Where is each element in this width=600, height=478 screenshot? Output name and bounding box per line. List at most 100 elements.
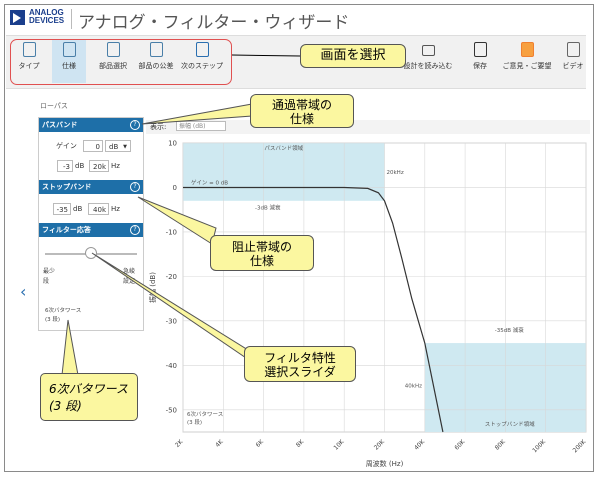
callout-pointer [137,196,217,245]
callout-order-line-2: (3 段) [49,399,82,413]
logo-text: ANALOG DEVICES [29,9,64,25]
slider-right-label-1: 急峻 [123,268,136,275]
component-select-icon [106,42,120,57]
stopband-atten-input[interactable]: -35 [53,203,71,215]
f20k-annotation: 20kHz [387,170,404,176]
x-tick-label: 6K [255,438,266,449]
callout-passband-spec: 通過帯域の 仕様 [250,94,354,128]
x-tick-label: 8K [295,438,306,449]
next-step-icon [195,42,209,57]
order-annotation-2: (3 段) [187,418,202,426]
logo-line-2: DEVICES [29,16,65,25]
logo-triangle-icon [13,13,21,23]
passband-header[interactable]: パスバンド ? [39,118,143,132]
minus3db-annotation: -3dB 減衰 [255,204,281,212]
y-tick-label: -10 [166,228,177,236]
x-axis-label: 周波数 (Hz) [366,459,404,468]
app-title: アナログ・フィルター・ウィザード [78,13,350,33]
chevron-left-icon[interactable]: ‹ [20,282,27,301]
callout-passband-line-2: 仕様 [289,112,314,126]
passband-freq-input[interactable]: 20k [89,160,109,172]
toolbar-next-step-button[interactable]: 次のステップ [181,39,223,83]
folder-open-icon [421,45,435,56]
chevron-down-icon: ▼ [123,144,127,150]
spec-icon [62,42,76,57]
toolbar-load-design-button[interactable]: 設計を読み込む [404,39,453,83]
tolerance-icon [149,42,163,57]
callout-passband-line-1: 通過帯域の [271,98,332,112]
callout-slider-line-1: フィルタ特性 [264,351,336,365]
help-icon[interactable]: ? [130,120,140,130]
callout-slider-line-2: 選択スライダ [264,365,336,379]
response-result-line-1: 6次バタワース [45,308,82,314]
minus35db-annotation: -35dB 減衰 [495,326,524,334]
toolbar-label: 仕様 [62,62,76,70]
y-tick-label: -20 [166,273,177,281]
slider-right-label: 急峻 設定 [123,268,135,285]
toolbar-label: 部品の公差 [138,62,174,70]
type-icon [22,42,36,57]
passband-atten-unit: dB [75,162,85,170]
gain-input[interactable]: 0 [83,140,103,152]
y-tick-label: 10 [168,140,177,148]
main-toolbar: タイプ 仕様 部品選択 部品の公差 次のステップ 設計を読み込む 保存 ご意見・… [6,35,586,89]
passband-title: パスバンド [42,121,78,129]
callout-order: 6次バタワース (3 段) [40,373,138,421]
y-tick-label: -50 [166,406,177,414]
callout-stopband-line-2: 仕様 [249,254,274,268]
logo-line-1: ANALOG [29,8,64,17]
help-icon[interactable]: ? [130,182,140,192]
toolbar-label: 次のステップ [181,62,223,70]
slider-left-label-2: 段 [43,278,50,285]
spec-panel: パスバンド ? ゲイン 0 dB ▼ -3 dB 20k Hz ストップバンド … [38,117,144,331]
y-tick-label: -30 [166,317,177,325]
callout-stopband-spec: 阻止帯域の 仕様 [210,235,314,271]
toolbar-label: ご意見・ご要望 [502,62,552,70]
stopband-header[interactable]: ストップバンド ? [39,180,143,194]
stopband-freq-input[interactable]: 40k [88,203,109,215]
filter-type-label: ローパス [40,102,68,110]
callout-select-screen: 画面を選択 [300,44,406,68]
passband-atten-input[interactable]: -3 [57,160,73,172]
response-result: 6次バタワース (3 段) [45,308,81,324]
response-line [183,186,444,433]
stopband-freq-unit: Hz [111,205,120,213]
response-header[interactable]: フィルター応答 ? [39,223,143,237]
screen-select-highlight [10,39,232,85]
header-divider [71,9,72,29]
toolbar-label: タイプ [18,62,40,70]
callout-stopband-line-1: 阻止帯域の [231,240,292,254]
gain-annotation: ゲイン = 0 dB [191,178,228,186]
toolbar-component-select-button[interactable]: 部品選択 [96,39,130,83]
passband-freq-unit: Hz [111,162,120,170]
help-icon[interactable]: ? [130,225,140,235]
toolbar-feedback-button[interactable]: ご意見・ご要望 [503,39,552,83]
display-label: 表示: [150,123,167,131]
toolbar-video-button[interactable]: ビデオ [556,39,590,83]
callout-order-line-1: 6次バタワース [49,382,129,396]
stopband-title: ストップバンド [42,183,92,191]
toolbar-label: ビデオ [562,62,584,70]
callout-slider: フィルタ特性 選択スライダ [244,346,356,382]
save-icon [473,42,487,57]
toolbar-type-button[interactable]: タイプ [12,39,46,83]
gain-unit-select[interactable]: dB ▼ [105,140,131,152]
toolbar-save-button[interactable]: 保存 [463,39,497,83]
response-slider-thumb[interactable] [85,247,97,259]
toolbar-spec-button[interactable]: 仕様 [52,39,86,83]
x-tick-label: 4K [214,438,225,449]
toolbar-label: 保存 [473,62,487,70]
callout-connector [231,54,301,57]
gain-label: ゲイン [56,142,77,150]
x-tick-label: 2K [174,438,185,449]
display-select[interactable]: 振幅 (dB) [176,121,226,131]
toolbar-label: 部品選択 [99,62,127,70]
toolbar-tolerance-button[interactable]: 部品の公差 [139,39,174,83]
y-tick-label: -40 [166,362,177,370]
callout-pointer [61,319,79,376]
passband-region-label: パスバンド領域 [264,144,303,152]
y-tick-label: 0 [173,184,177,192]
gain-unit-value: dB [109,143,119,151]
order-annotation-1: 6次バタワース [187,410,223,418]
